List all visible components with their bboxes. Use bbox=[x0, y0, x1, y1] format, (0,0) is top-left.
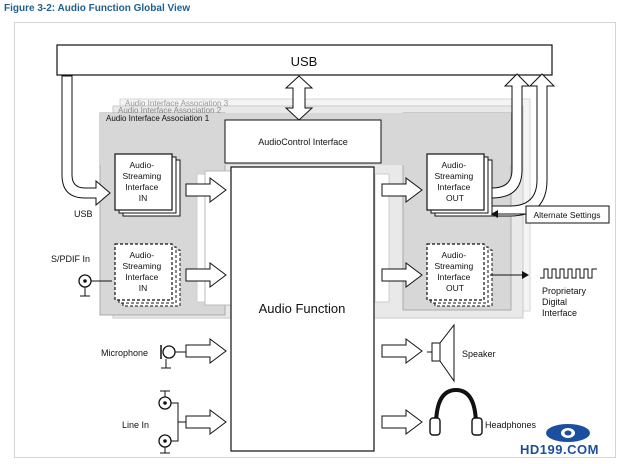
as-out-2-text: Audio- Streaming Interface OUT bbox=[434, 250, 475, 293]
as-in-2-box bbox=[114, 243, 173, 301]
as-in-2-to-function-arrow bbox=[185, 262, 227, 288]
audio-control-label: AudioControl Interface bbox=[258, 137, 348, 147]
digital-waveform-icon bbox=[540, 268, 597, 279]
as-out-2-line-2: Streaming bbox=[434, 261, 473, 271]
line-in-label: Line In bbox=[122, 420, 149, 430]
audio-function-box bbox=[230, 166, 375, 452]
alternate-settings-box bbox=[525, 205, 610, 224]
as-in-1-text: Audio- Streaming Interface IN bbox=[122, 160, 163, 203]
as-in-1-line-3: Interface bbox=[125, 182, 158, 192]
as-out-1-line-4: OUT bbox=[446, 193, 464, 203]
function-to-as-out-1-arrow bbox=[381, 177, 423, 203]
aia3-label: Audio Interface Association 3 bbox=[125, 99, 229, 108]
as-out-to-usb-arrow-1 bbox=[481, 73, 531, 199]
microphone-label: Microphone bbox=[101, 348, 148, 358]
spdif-label: S/PDIF In bbox=[51, 254, 90, 264]
as-out-2-box bbox=[426, 243, 485, 301]
as-in-2-line-2: Streaming bbox=[122, 261, 161, 271]
as-in-1-to-function-arrow bbox=[185, 177, 227, 203]
as-out-1-box bbox=[426, 153, 485, 211]
as-out-1-line-2: Streaming bbox=[434, 171, 473, 181]
as-out-1-line-1: Audio- bbox=[442, 160, 467, 170]
aia1-label: Audio Interface Association 1 bbox=[106, 114, 210, 123]
usb-side-label: USB bbox=[74, 209, 93, 219]
microphone-icon bbox=[160, 345, 186, 369]
speaker-label: Speaker bbox=[462, 349, 496, 359]
line-in-connector-icon bbox=[158, 390, 186, 454]
as-in-1-line-1: Audio- bbox=[130, 160, 155, 170]
headphones-label: Headphones bbox=[485, 420, 537, 430]
headphones-icon bbox=[429, 387, 483, 436]
proprietary-label: Proprietary Digital Interface bbox=[542, 286, 589, 318]
as-out-1-text: Audio- Streaming Interface OUT bbox=[434, 160, 475, 203]
audio-function-label: Audio Function bbox=[259, 301, 346, 316]
audio-control-box bbox=[224, 119, 382, 164]
as-in-1-line-2: Streaming bbox=[122, 171, 161, 181]
watermark-text: HD199.COM bbox=[520, 442, 599, 457]
as-out-1-line-3: Interface bbox=[437, 182, 470, 192]
spdif-connector-icon bbox=[78, 274, 112, 297]
as-in-2-line-1: Audio- bbox=[130, 250, 155, 260]
as-in-2-line-3: Interface bbox=[125, 272, 158, 282]
microphone-arrow bbox=[185, 338, 227, 364]
usb-bar bbox=[56, 44, 553, 76]
as-in-2-text: Audio- Streaming Interface IN bbox=[122, 250, 163, 293]
as-out-2-line-3: Interface bbox=[437, 272, 470, 282]
alternate-settings-label: Alternate Settings bbox=[533, 210, 600, 220]
as-in-1-line-4: IN bbox=[139, 193, 148, 203]
line-in-arrow bbox=[185, 409, 227, 435]
function-to-as-out-2-arrow bbox=[381, 262, 423, 288]
as-out-2-line-1: Audio- bbox=[442, 250, 467, 260]
usb-bar-label: USB bbox=[291, 54, 318, 69]
headphones-arrow bbox=[381, 409, 423, 435]
figure-caption: Figure 3-2: Audio Function Global View bbox=[4, 3, 191, 14]
speaker-arrow bbox=[381, 338, 423, 364]
as-in-2-line-4: IN bbox=[139, 283, 148, 293]
as-in-1-box bbox=[114, 153, 173, 211]
proprietary-line-3: Interface bbox=[542, 308, 577, 318]
speaker-icon bbox=[427, 323, 455, 383]
usb-to-as-in-arrow bbox=[61, 75, 111, 207]
proprietary-line-1: Proprietary bbox=[542, 286, 587, 296]
proprietary-line-2: Digital bbox=[542, 297, 567, 307]
as-out-2-line-4: OUT bbox=[446, 283, 464, 293]
hd199-logo-icon bbox=[546, 424, 590, 442]
aia2-label: Audio Interface Association 2 bbox=[118, 106, 222, 115]
